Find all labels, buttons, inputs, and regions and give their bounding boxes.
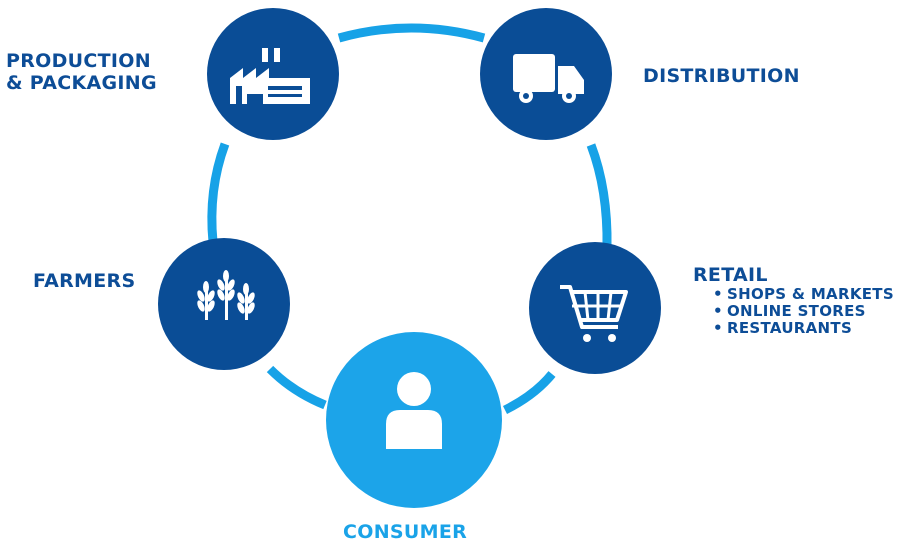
retail-item: RESTAURANTS — [713, 320, 894, 337]
truck-icon — [513, 54, 584, 103]
ring-segment-production-distribution — [337, 23, 486, 43]
label-consumer: CONSUMER — [343, 521, 468, 543]
node-production — [207, 8, 339, 140]
ring-segment-farmers-production — [207, 142, 230, 243]
label-distribution: DISTRIBUTION — [643, 65, 800, 87]
shopping-cart-icon — [560, 285, 628, 329]
label-production: PRODUCTION & PACKAGING — [6, 50, 157, 94]
factory-icon — [230, 48, 310, 104]
ring-segment-retail-consumer — [502, 371, 556, 415]
retail-item: SHOPS & MARKETS — [713, 286, 894, 303]
retail-item-list: SHOPS & MARKETS ONLINE STORES RESTAURANT… — [713, 286, 894, 337]
wheat-icon — [197, 270, 255, 320]
label-retail: RETAIL SHOPS & MARKETS ONLINE STORES RES… — [693, 264, 894, 337]
label-retail-title: RETAIL — [693, 264, 768, 286]
ring-segment-consumer-farmers — [266, 365, 327, 410]
node-distribution — [480, 8, 612, 140]
retail-item: ONLINE STORES — [713, 303, 894, 320]
cycle-ring — [207, 23, 612, 415]
node-consumer — [326, 332, 502, 508]
label-production-line1: PRODUCTION — [6, 50, 151, 72]
ring-segment-distribution-retail — [586, 143, 612, 248]
person-icon — [386, 372, 442, 449]
label-farmers: FARMERS — [33, 270, 136, 292]
node-retail — [529, 242, 661, 374]
label-production-line2: & PACKAGING — [6, 72, 157, 94]
node-farmers — [158, 238, 290, 370]
